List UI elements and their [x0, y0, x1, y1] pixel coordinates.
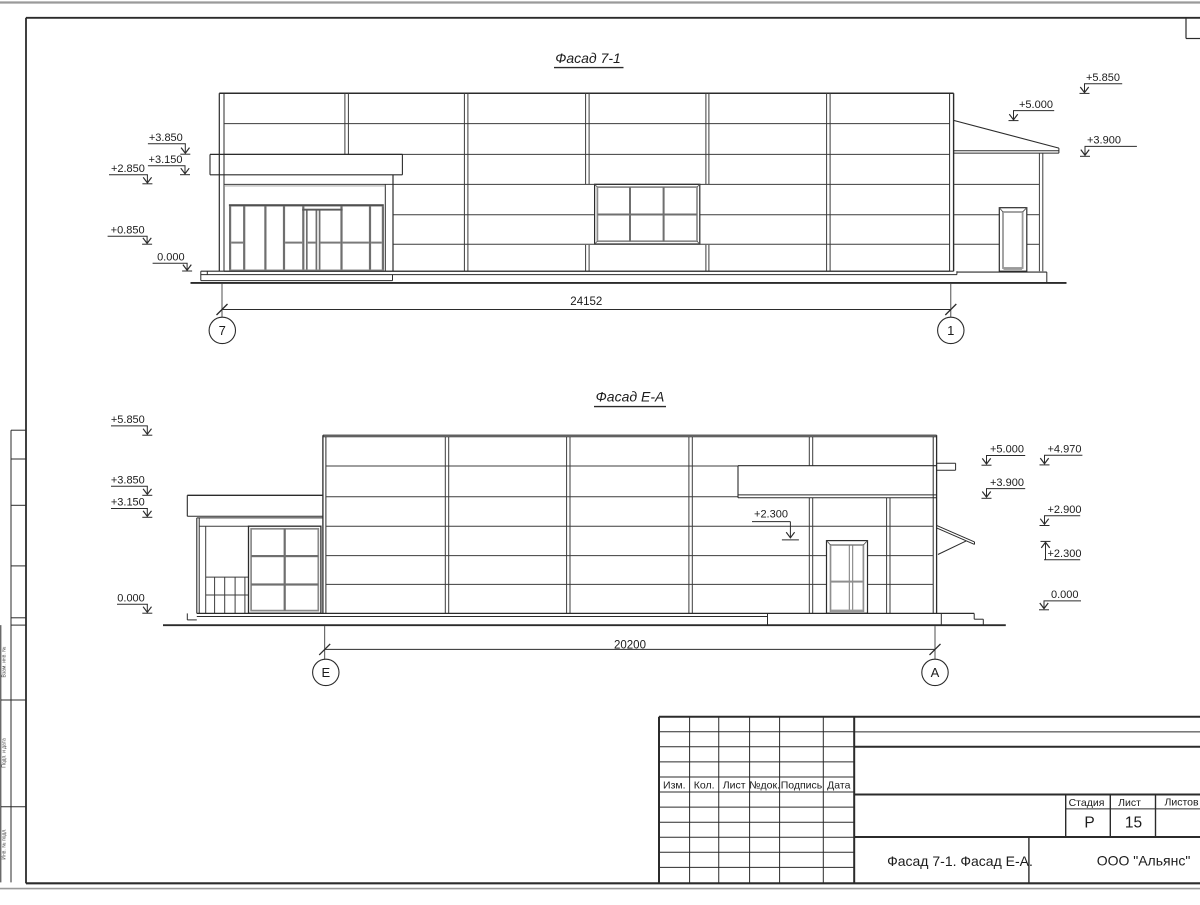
svg-text:Подпись: Подпись [781, 780, 823, 792]
svg-text:Лист: Лист [1118, 797, 1141, 809]
svg-text:+3.850: +3.850 [149, 132, 183, 144]
svg-text:0.000: 0.000 [157, 252, 185, 264]
svg-text:+3.900: +3.900 [990, 477, 1024, 489]
svg-text:+0.850: +0.850 [111, 225, 145, 237]
svg-text:+4.970: +4.970 [1048, 443, 1082, 455]
svg-text:1: 1 [947, 323, 954, 338]
svg-text:А: А [931, 665, 940, 680]
svg-text:+5.000: +5.000 [990, 444, 1024, 456]
svg-text:Лист: Лист [723, 780, 746, 792]
svg-text:20200: 20200 [614, 639, 646, 651]
svg-text:ООО "Альянс": ООО "Альянс" [1097, 853, 1191, 869]
svg-text:Стадия: Стадия [1069, 797, 1105, 809]
svg-text:+2.900: +2.900 [1048, 504, 1082, 516]
svg-text:Фасад 7-1. Фасад Е-А.: Фасад 7-1. Фасад Е-А. [887, 853, 1033, 869]
svg-text:+2.300: +2.300 [1048, 548, 1082, 560]
svg-text:Дата: Дата [827, 780, 850, 792]
svg-text:Листов: Листов [1164, 796, 1199, 808]
svg-text:+5.000: +5.000 [1019, 99, 1053, 111]
svg-text:E: E [321, 665, 330, 680]
svg-text:24152: 24152 [570, 296, 602, 308]
svg-text:+3.150: +3.150 [149, 154, 183, 166]
svg-text:0.000: 0.000 [1051, 589, 1079, 601]
svg-text:Изм.: Изм. [663, 780, 686, 792]
svg-text:+3.150: +3.150 [111, 497, 145, 509]
svg-text:+3.850: +3.850 [111, 475, 145, 487]
svg-text:15: 15 [1125, 815, 1142, 832]
svg-text:Инв. № подл.: Инв. № подл. [2, 828, 8, 859]
svg-text:+2.300: +2.300 [754, 509, 788, 521]
svg-text:Фасад Е-А: Фасад Е-А [596, 389, 665, 405]
svg-text:Взам. инв. №: Взам. инв. № [2, 647, 8, 678]
svg-text:7: 7 [219, 323, 226, 338]
svg-text:+5.850: +5.850 [1086, 72, 1120, 84]
svg-text:Кол.: Кол. [694, 780, 715, 792]
svg-text:Фасад 7-1: Фасад 7-1 [555, 50, 621, 66]
svg-text:0.000: 0.000 [117, 593, 145, 605]
svg-text:+2.850: +2.850 [111, 163, 145, 175]
svg-text:+5.850: +5.850 [111, 414, 145, 426]
svg-text:Подп. и дата: Подп. и дата [2, 738, 8, 768]
svg-text:Р: Р [1084, 815, 1094, 832]
svg-text:+3.900: +3.900 [1087, 135, 1121, 147]
svg-text:№док.: №док. [749, 780, 780, 792]
